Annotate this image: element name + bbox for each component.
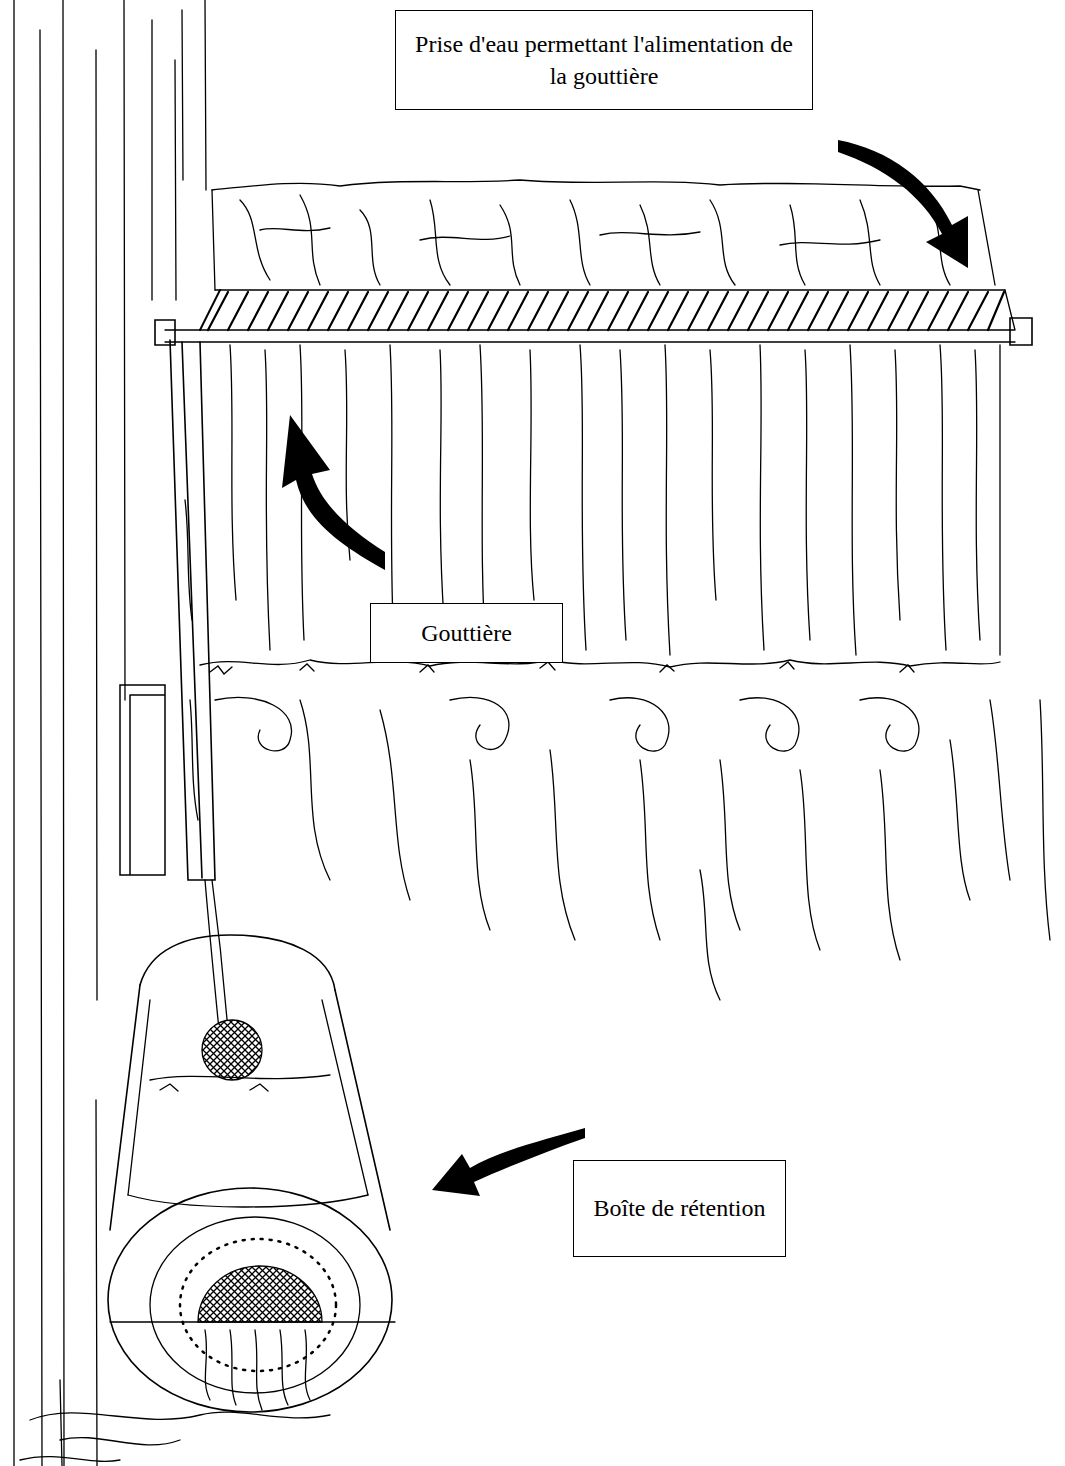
label-text: Boîte de rétention [594, 1192, 766, 1224]
label-box: Gouttière [370, 603, 563, 663]
label-box: Prise d'eau permettant l'alimentation de… [395, 10, 813, 110]
label-text: Prise d'eau permettant l'alimentation de… [406, 28, 802, 93]
label-box: Boîte de rétention [573, 1160, 786, 1257]
leader-arrows [282, 140, 968, 1196]
label-text: Gouttière [421, 617, 512, 649]
